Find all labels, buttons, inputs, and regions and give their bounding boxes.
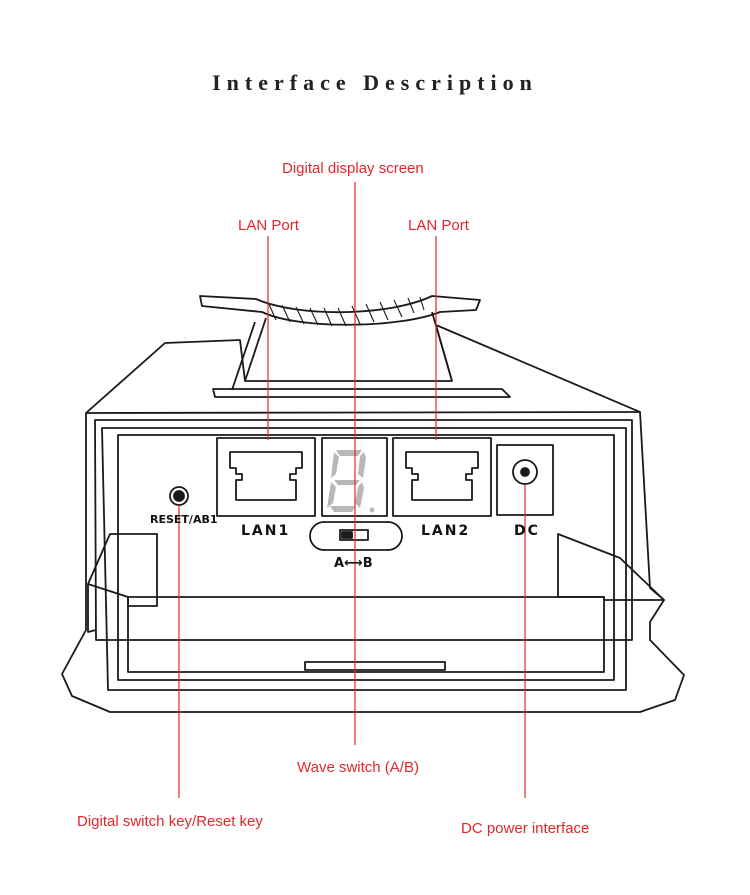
callout-wave-switch: Wave switch (A/B)	[297, 759, 419, 776]
lan1-label: LAN1	[241, 523, 291, 539]
body-inner-frame	[101, 427, 627, 691]
top-slot	[212, 388, 511, 398]
neck-inner	[231, 321, 256, 391]
reset-label: RESET/AB1	[150, 513, 218, 526]
wave-switch	[309, 521, 403, 551]
callout-dc-power: DC power interface	[461, 820, 590, 837]
tray-slot	[304, 661, 446, 671]
dc-label: DC	[514, 523, 540, 539]
left-clip	[87, 533, 158, 607]
body-panel	[117, 434, 615, 681]
switch-ab-label: A⟷B	[334, 556, 373, 571]
cap-hatch	[267, 296, 425, 327]
callout-reset-key: Digital switch key/Reset key	[77, 813, 263, 830]
lan1-port	[216, 437, 316, 517]
seven-segment-digit	[327, 450, 375, 513]
body-lip	[85, 411, 641, 414]
diagram-title: Interface Description	[212, 70, 538, 95]
tray	[127, 596, 605, 673]
lan2-label: LAN2	[421, 523, 471, 539]
callout-lan-port-left: LAN Port	[238, 217, 299, 234]
left-clip-edge	[87, 584, 97, 633]
body-outer	[61, 324, 685, 713]
callout-lan-port-right: LAN Port	[408, 217, 469, 234]
callout-digital-display: Digital display screen	[282, 160, 424, 177]
cable-gland-cap	[199, 295, 481, 326]
neck	[244, 311, 453, 382]
lan2-port	[392, 437, 492, 517]
right-clip	[557, 533, 665, 601]
